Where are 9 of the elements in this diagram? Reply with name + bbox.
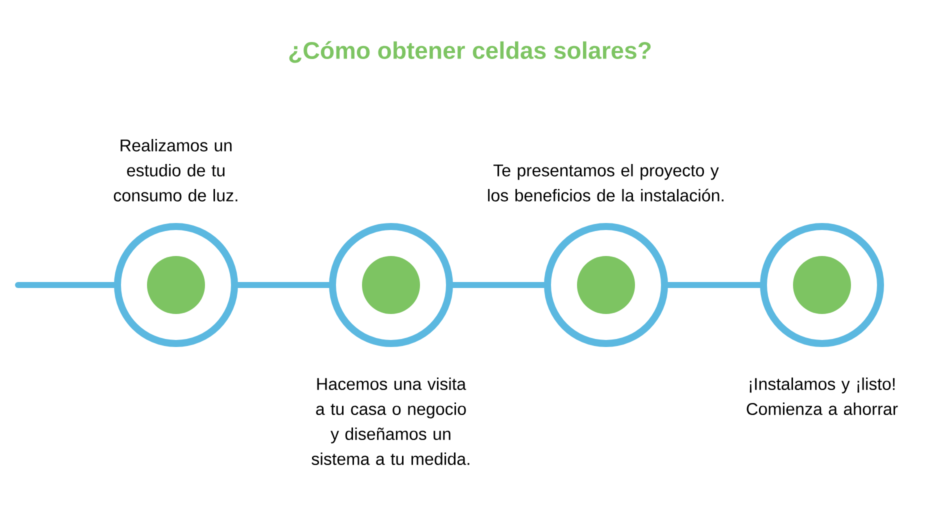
connector-line [450,282,547,288]
connector-line [15,282,117,288]
connector-line [665,282,763,288]
step-text: Realizamos un estudio de tu consumo de luz. [114,139,238,202]
step-text: ¡Instalamos y ¡listo! Comienza a ahorrar [746,378,898,416]
step-text: Hacemos una visita a tu casa o negocio y diseñamos un sistema a tu medida. [312,378,470,466]
title: ¿Cómo obtener celdas solares? [289,41,651,63]
connector-line [235,282,332,288]
step-text: Te presentamos el proyecto y los beneficios de la instalación. [488,164,724,202]
